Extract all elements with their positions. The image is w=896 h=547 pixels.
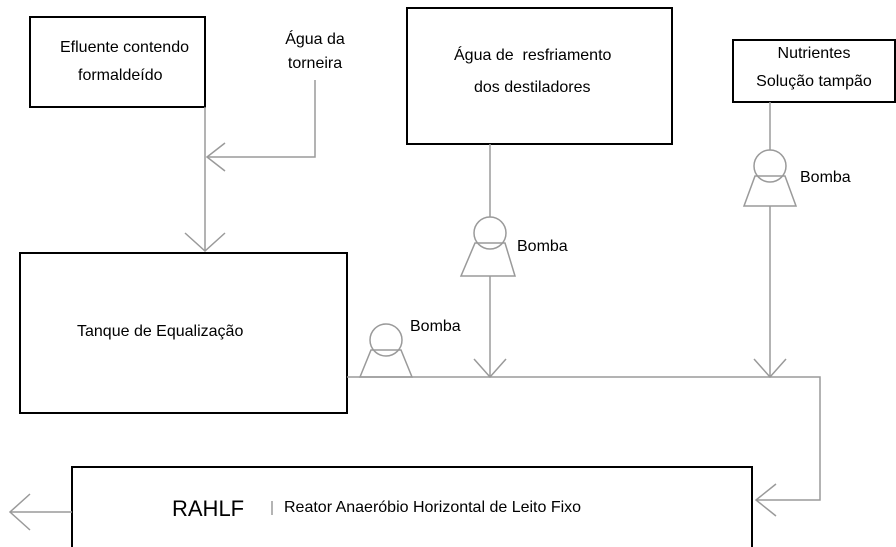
agua-torneira-label-line2: torneira	[287, 55, 343, 72]
efluente-label-line1: Efluente contendo	[60, 39, 189, 56]
pump-2-label: Bomba	[800, 169, 851, 186]
box-tanque-equalizacao	[19, 252, 348, 414]
pump-3-body	[369, 323, 403, 357]
arrowhead-outlet	[8, 493, 31, 531]
box-efluente	[29, 16, 206, 108]
nutrientes-label-line1: Nutrientes	[777, 45, 851, 62]
efluente-label-line2: formaldeído	[78, 67, 163, 84]
nutrientes-label-line2: Solução tampão	[756, 73, 872, 90]
pump-1-body	[473, 216, 507, 250]
flow-main-line	[347, 376, 821, 501]
rahlf-full-name: Reator Anaeróbio Horizontal de Leito Fix…	[284, 499, 582, 516]
tanque-label: Tanque de Equalização	[77, 323, 244, 340]
arrowhead-torneira	[205, 142, 226, 172]
flow-agua-torneira	[207, 80, 316, 158]
pump-1-base	[459, 242, 517, 277]
box-agua-resfriamento	[406, 7, 673, 145]
arrowhead-tanque	[184, 232, 226, 253]
agua-resfriamento-label-line1: Água de resfriamento	[454, 47, 612, 64]
pump-2-body	[753, 149, 787, 183]
pump-3-base	[358, 349, 414, 378]
agua-resfriamento-label-line2: dos destiladores	[474, 79, 591, 96]
arrowhead-rahlf	[754, 483, 777, 517]
pump-3-label: Bomba	[410, 318, 461, 335]
agua-torneira-label-line1: Água da	[285, 31, 345, 48]
rahlf-abbr: RAHLF	[172, 496, 245, 521]
box-nutrientes	[732, 39, 896, 103]
pump-1-label: Bomba	[517, 238, 568, 255]
pump-2-base	[742, 175, 798, 207]
